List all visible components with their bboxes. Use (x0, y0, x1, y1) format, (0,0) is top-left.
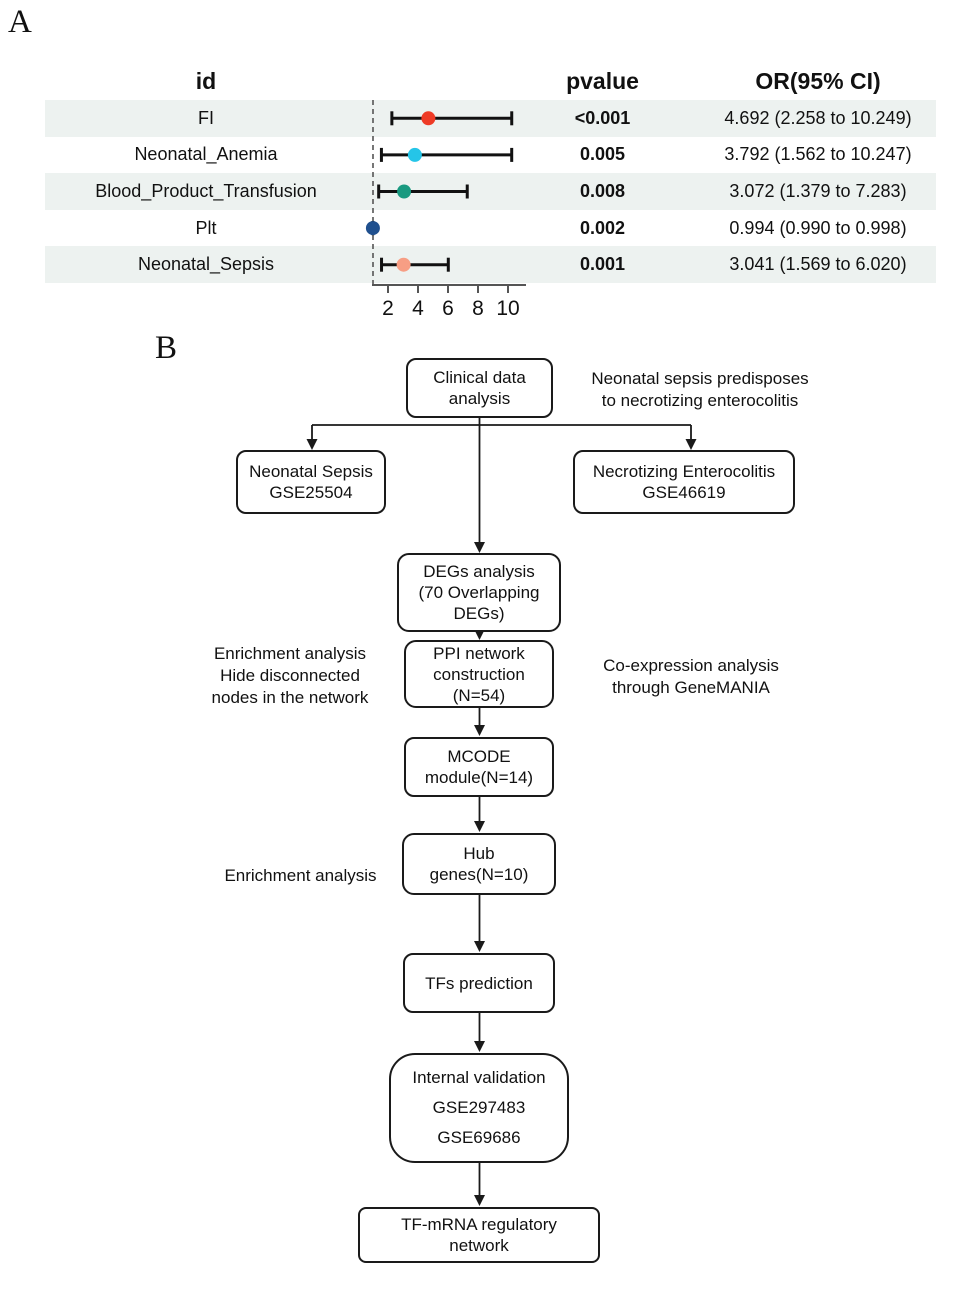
arrowhead-down-icon (685, 439, 697, 450)
x-axis-tick-label: 4 (412, 297, 424, 320)
arrowhead-down-icon (474, 542, 485, 553)
row-pvalue: <0.001 (574, 107, 631, 128)
table-row: Blood_Product_Transfusion 0.008 3.072 (1… (0, 173, 962, 210)
or-marker (407, 147, 422, 162)
flow-box-internal-validation: Internal validation GSE297483 GSE69686 (389, 1053, 569, 1163)
table-row: Neonatal_Anemia 0.005 3.792 (1.562 to 10… (0, 137, 962, 174)
or-marker (365, 221, 380, 236)
row-stripe (45, 246, 936, 283)
forest-header-or: OR(95% CI) (755, 67, 881, 94)
flow-box-ppi-network: PPI network construction (N=54) (404, 640, 554, 708)
row-id-label: FI (198, 107, 214, 128)
row-pvalue: 0.002 (579, 217, 626, 238)
row-id-label: Blood_Product_Transfusion (95, 180, 317, 201)
forest-header-pvalue: pvalue (566, 67, 639, 94)
row-pvalue: 0.008 (579, 180, 626, 201)
flow-annotation-sepsis-predisposes: Neonatal sepsis predisposes to necrotizi… (591, 369, 809, 410)
forest-header-id: id (195, 67, 217, 94)
flow-annotation-enrichment-analysis: Enrichment analysis (224, 866, 377, 885)
x-axis-tick-label: 8 (472, 297, 484, 320)
arrowhead-down-icon (474, 1195, 485, 1206)
or-marker (396, 257, 411, 272)
panel-b-label: B (155, 330, 178, 366)
x-axis-tick-label: 10 (496, 297, 519, 320)
row-or-ci: 3.072 (1.379 to 7.283) (729, 180, 907, 201)
row-pvalue: 0.005 (579, 144, 626, 165)
arrowhead-down-icon (306, 439, 318, 450)
arrowhead-down-icon (474, 725, 485, 736)
row-or-ci: 3.792 (1.562 to 10.247) (724, 144, 912, 165)
row-id-label: Neonatal_Sepsis (137, 254, 275, 275)
flow-box-tfs-prediction: TFs prediction (403, 953, 555, 1013)
flow-box-mcode-module: MCODE module(N=14) (404, 737, 554, 797)
flow-box-neonatal-sepsis-gse25504: Neonatal Sepsis GSE25504 (236, 450, 386, 514)
row-stripe (45, 173, 936, 210)
flow-annotation-coexpression-genemania: Co-expression analysis through GeneMANIA (603, 656, 779, 697)
arrowhead-down-icon (474, 1041, 485, 1052)
flow-box-clinical-data-analysis: Clinical data analysis (406, 358, 553, 418)
forest-header-row: id pvalue OR(95% CI) (0, 62, 962, 100)
row-id-label: Neonatal_Anemia (134, 144, 278, 165)
row-or-ci: 4.692 (2.258 to 10.249) (724, 107, 912, 128)
x-axis-tick-label: 2 (382, 297, 394, 320)
table-row: Plt 0.002 0.994 (0.990 to 0.998) (0, 210, 962, 247)
or-marker (397, 184, 412, 199)
row-pvalue: 0.001 (579, 254, 626, 275)
or-marker (421, 111, 436, 126)
flow-box-necrotizing-enterocolitis-gse46619: Necrotizing Enterocolitis GSE46619 (573, 450, 795, 514)
arrowhead-down-icon (474, 941, 485, 952)
flow-box-tf-mrna-network: TF-mRNA regulatory network (358, 1207, 600, 1263)
flow-box-degs-analysis: DEGs analysis (70 Overlapping DEGs) (397, 553, 561, 632)
flow-box-hub-genes: Hub genes(N=10) (402, 833, 556, 895)
row-or-ci: 3.041 (1.569 to 6.020) (729, 254, 907, 275)
arrowhead-down-icon (474, 821, 485, 832)
row-or-ci: 0.994 (0.990 to 0.998) (729, 217, 907, 238)
flow-annotation-enrichment-hide-nodes: Enrichment analysis Hide disconnected no… (211, 644, 369, 707)
panel-a-forest-plot: A id pvalue OR(95% CI) FI <0.001 4.692 (… (0, 0, 962, 330)
panel-a-label: A (8, 4, 32, 40)
x-axis-tick-label: 6 (442, 297, 454, 320)
table-row: Neonatal_Sepsis 0.001 3.041 (1.569 to 6.… (0, 246, 962, 283)
row-id-label: Plt (195, 217, 217, 238)
